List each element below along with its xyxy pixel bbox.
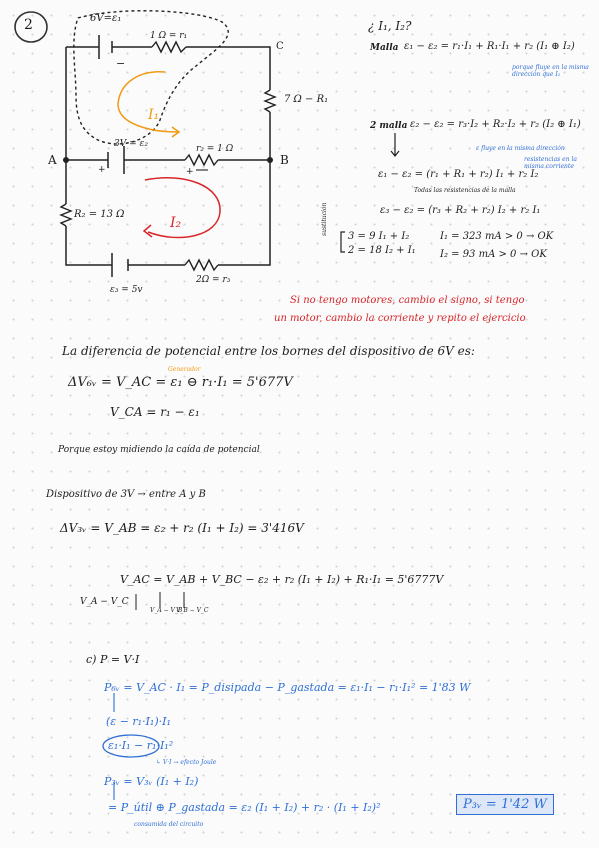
- system-label: sustitución: [321, 202, 328, 236]
- note-resist: resistencias en la misma corriente: [524, 156, 577, 171]
- resistor-r2: [184, 153, 219, 167]
- resistor-R1: [263, 89, 277, 113]
- part-c-heading: c) P = V·I: [86, 653, 140, 666]
- part-c-eq2: (ε − r₁·I₁)·I₁: [106, 715, 171, 728]
- part-a-note: Porque estoy midiendo la caída de potenc…: [58, 445, 260, 455]
- part-c-eq5: = P_útil ⊕ P_gastada = ε₂ (I₁ + I₂) + r₂…: [108, 801, 381, 814]
- label-source1: 6V=ε₁: [90, 13, 122, 24]
- problem-number-circle: [14, 11, 48, 43]
- label-source3: ε₃ = 5v: [110, 285, 143, 295]
- warn-line2: un motor, cambio la corriente y repito e…: [274, 313, 526, 324]
- circle-emphasis: [102, 734, 160, 758]
- i1-arrowhead: [171, 126, 181, 138]
- node-b-dot: [267, 157, 273, 163]
- eq-sub1: ε₁ − ε₂ = (r₁ + R₁ + r₂) I₁ + r₂ I₂: [378, 169, 539, 180]
- label-i1: I₁: [148, 107, 160, 123]
- resistor-r1: [151, 40, 187, 54]
- label-r3: 2Ω = r₃: [196, 275, 231, 285]
- note-same-dir: ε fluye en la misma dirección: [476, 145, 565, 152]
- part-a-eq-alt: V_CA = r₁ − ε₁: [110, 405, 200, 419]
- part-b-sub-b: V_A − V_B: [150, 607, 183, 614]
- malla2-label: 2 malla: [370, 121, 408, 131]
- system-brace: [340, 231, 345, 253]
- part-c-eq1: P₆ᵥ = V_AC · I₁ = P_disipada − P_gastada…: [104, 681, 471, 694]
- node-a-dot: [63, 157, 69, 163]
- wire-bottom-right: [218, 160, 271, 266]
- sys-eq1: 3 = 9 I₁ + I₂: [348, 231, 410, 242]
- note-sum: Todas las resistencias de la malla: [414, 187, 516, 194]
- res-i1: I₁ = 323 mA > 0 → OK: [440, 231, 554, 242]
- part-b-heading: Dispositivo de 3V → entre A y B: [46, 489, 206, 500]
- i2-arrowhead: [142, 224, 153, 238]
- malla1-label: Malla: [370, 43, 399, 53]
- battery-1: [98, 35, 113, 59]
- i1-loop-arrow: [117, 71, 179, 133]
- part-a-eq-main: ΔV₆ᵥ = V_AC = ε₁ ⊖ r₁·I₁ = 5'677V: [68, 375, 293, 390]
- label-minus1: −: [116, 57, 126, 70]
- label-r1: 1 Ω = r₁: [150, 31, 188, 41]
- malla1-eq: ε₁ − ε₂ = r₁·I₁ + R₁·I₁ + r₂ (I₁ ⊕ I₂): [404, 41, 575, 52]
- dashed-loop: [73, 10, 229, 145]
- malla2-eq: ε₂ − ε₂ = r₃·I₂ + R₂·I₂ + r₂ (I₂ ⊕ I₁): [410, 119, 581, 130]
- part-b-eq2: V_AC = V_AB + V_BC − ε₂ + r₂ (I₁ + I₂) +…: [120, 573, 444, 586]
- i2-loop-arrow: [144, 177, 221, 239]
- battery-3: [111, 253, 129, 277]
- part-b-sub-a: V_A − V_C: [80, 597, 129, 607]
- label-r-ext: 7 Ω − R₁: [284, 94, 329, 105]
- problem-number: 2: [24, 17, 33, 33]
- wire-top-right: [186, 46, 271, 90]
- part-a-heading: La diferencia de potencial entre los bor…: [62, 344, 475, 358]
- label-node-c: C: [276, 41, 284, 52]
- label-source2: 3V = ε₂: [114, 139, 148, 149]
- eq-sub2: ε₃ − ε₂ = (r₃ + R₂ + r₂) I₂ + r₂ I₁: [380, 205, 541, 216]
- label-node-a: A: [48, 153, 57, 167]
- resistor-R2: [59, 203, 73, 227]
- part-c-result: P₃ᵥ = 1'42 W: [456, 794, 554, 815]
- part-c-eq4: P₃ᵥ = V₃ᵥ (I₁ + I₂): [104, 775, 199, 788]
- question: ¿ I₁, I₂?: [368, 19, 412, 33]
- label-plus2: +: [98, 165, 106, 175]
- warn-line1: Si no tengo motores, cambio el signo, si…: [290, 295, 525, 306]
- note-right1: porque fluye en la misma dirección que I…: [512, 64, 589, 79]
- resistor-r3: [184, 258, 219, 272]
- res-i2: I₂ = 93 mA > 0 → OK: [440, 249, 547, 260]
- generator-note: Generador: [168, 366, 201, 373]
- label-i2: I₂: [170, 215, 182, 231]
- label-node-b: B: [280, 153, 289, 167]
- label-r-left: R₂ = 13 Ω: [74, 209, 125, 220]
- sys-eq2: 2 = 18 I₂ + I₁: [348, 245, 416, 256]
- part-b-eq1: ΔV₃ᵥ = V_AB = ε₂ + r₂ (I₁ + I₂) = 3'416V: [60, 521, 304, 535]
- part-c-note-joule: ↳ V·I → efecto Joule: [156, 759, 217, 766]
- wire-left-lower-b: [65, 226, 112, 266]
- part-b-sub-c: V_B − V_C: [176, 607, 209, 614]
- part-c-note-consumo: consumida del circuito: [134, 821, 204, 828]
- battery-2: [107, 146, 125, 174]
- label-r2: r₂ = 1 Ω: [196, 144, 234, 154]
- label-plus3: +: [186, 167, 194, 177]
- part-c-eq3: ε₁·I₁ − r₁·I₁²: [108, 739, 174, 752]
